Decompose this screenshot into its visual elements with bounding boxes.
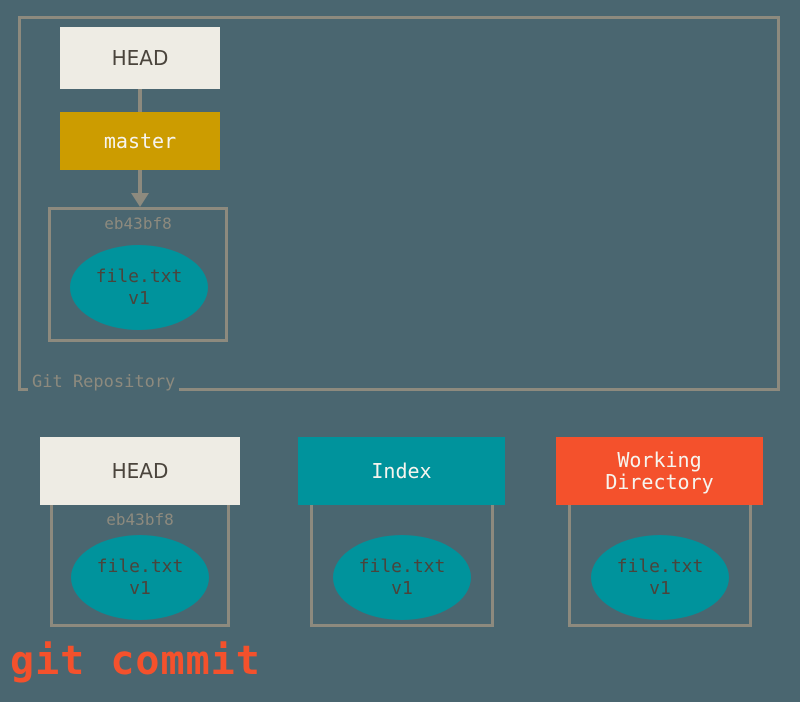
repo-commit-file-blob: file.txt v1 [70,245,208,330]
repo-commit-hash: eb43bf8 [104,214,172,233]
area-head-file-blob: file.txt v1 [71,535,209,620]
command-caption: git commit [10,638,261,684]
repo-commit-box [48,207,228,342]
area-working-directory-header[interactable]: Working Directory [556,437,763,505]
area-index-header[interactable]: Index [298,437,505,505]
git-repository-label: Git Repository [28,372,180,392]
area-working-directory-file-blob: file.txt v1 [591,535,729,620]
area-index-file-blob: file.txt v1 [333,535,471,620]
repo-master-branch-box[interactable]: master [60,112,220,170]
area-head-header[interactable]: HEAD [40,437,240,505]
repo-head-box[interactable]: HEAD [60,27,220,89]
area-head-hash: eb43bf8 [106,510,174,529]
connector-head-to-master [138,89,142,112]
git-repository-panel [18,16,780,391]
arrowhead-icon [131,193,149,207]
connector-master-to-commit [138,170,142,194]
